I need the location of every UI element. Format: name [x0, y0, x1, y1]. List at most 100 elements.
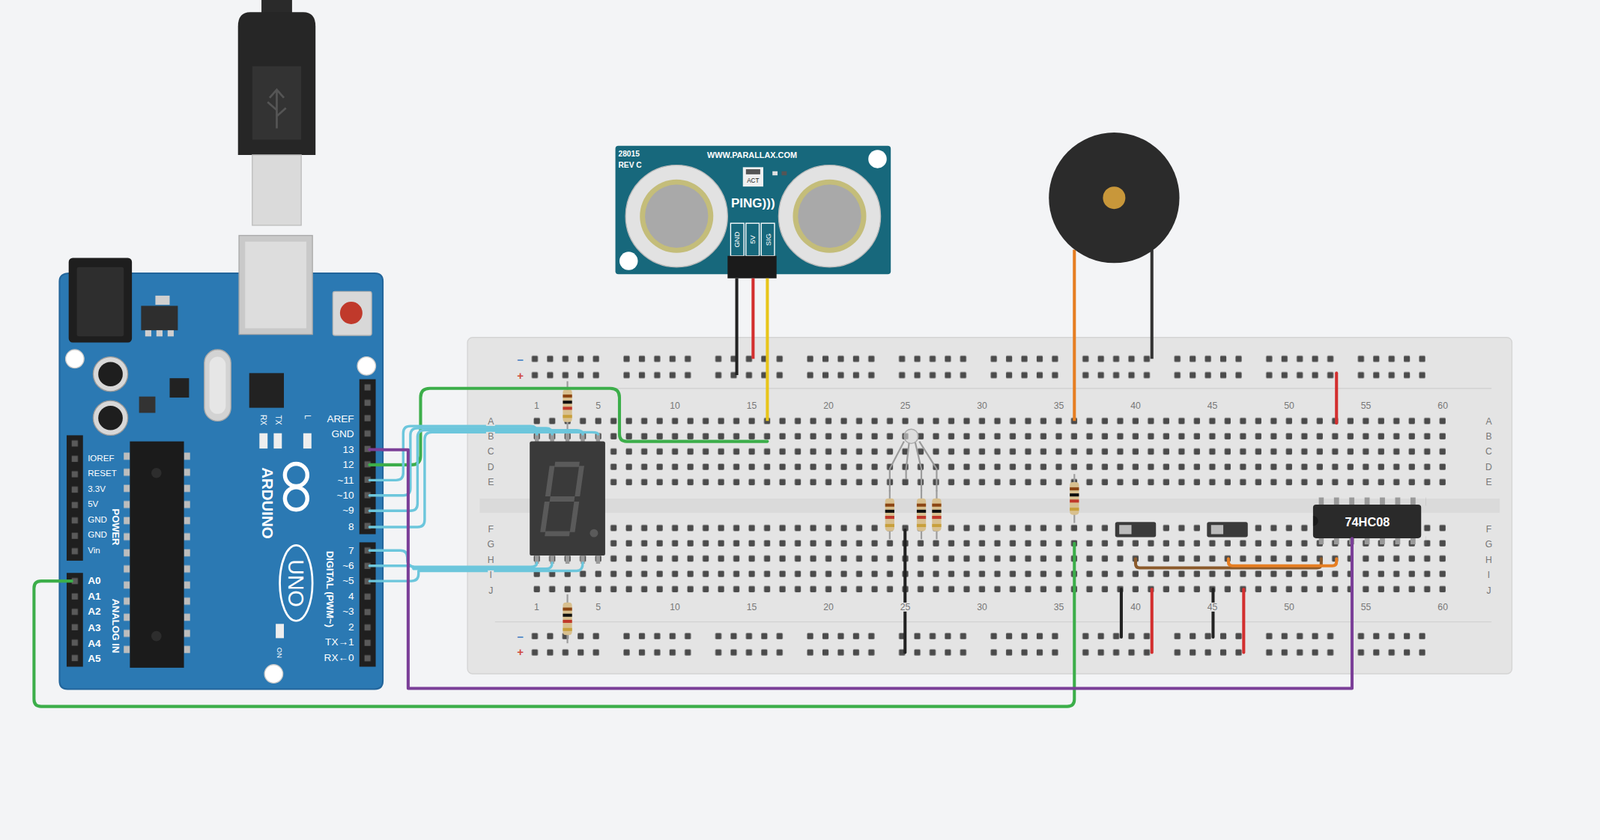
ultrasonic-sensor — [772, 171, 778, 176]
capacitor — [98, 361, 123, 387]
pin-label: ON — [275, 647, 284, 659]
pin-label: GND — [331, 429, 354, 441]
pin-label: RX←0 — [324, 653, 355, 664]
pin-label: Vin — [87, 546, 101, 556]
column-number: 50 — [1282, 602, 1296, 612]
column-number: 50 — [1282, 401, 1296, 411]
pin-label: UNO — [285, 559, 308, 608]
resistor-symbol — [916, 490, 926, 540]
power-jack — [68, 257, 132, 343]
microcontroller-chip — [123, 441, 191, 669]
arduino-board — [65, 349, 85, 369]
rgb-led — [904, 429, 919, 444]
wire — [369, 428, 553, 496]
slide-switch — [1115, 522, 1156, 538]
breadboard — [467, 337, 1512, 675]
pin-label: ~3 — [342, 607, 355, 618]
pin-label: 5V — [87, 501, 99, 511]
crystal — [204, 349, 231, 421]
column-number: 40 — [1128, 602, 1143, 612]
row-letter: H — [1483, 555, 1494, 565]
column-number: 55 — [1359, 401, 1374, 411]
row-letter: B — [1483, 432, 1493, 442]
status-led — [259, 433, 311, 639]
piezo-buzzer — [1072, 250, 1076, 422]
column-number: 1 — [532, 401, 541, 411]
resistor-symbol — [1069, 474, 1079, 523]
pin-label: AREF — [326, 414, 354, 425]
column-number: 35 — [1052, 401, 1066, 411]
column-number: 25 — [898, 602, 913, 612]
ultrasonic-sensor — [746, 223, 760, 257]
row-letter: D — [486, 462, 496, 472]
column-number: 5 — [594, 602, 603, 612]
ultrasonic-sensor — [743, 167, 764, 187]
wire — [1241, 589, 1245, 653]
pin-label: ~10 — [337, 490, 355, 502]
column-number: 35 — [1052, 602, 1066, 612]
sensor-label: WWW.PARALLAX.COM — [707, 151, 798, 160]
ultrasonic-sensor — [868, 149, 887, 169]
capacitor — [92, 357, 128, 436]
breadboard — [467, 337, 1512, 675]
pin-label: 4 — [348, 591, 355, 603]
sensor-label: GND — [733, 232, 741, 248]
wire — [765, 278, 769, 422]
regulator — [155, 295, 170, 305]
column-number: 20 — [821, 401, 836, 411]
slide-switch — [1115, 522, 1248, 538]
logic-chip-body — [1313, 516, 1319, 527]
pin-label: 2 — [348, 622, 355, 633]
sensor-label: REV C — [618, 161, 642, 170]
pin-label: 13 — [343, 444, 355, 456]
arduino-board: AREFGND1312~11~10~987~6~54~32TX→1RX←0DIG… — [59, 273, 383, 690]
row-letter: J — [486, 586, 495, 596]
pin-header — [67, 574, 82, 668]
row-letter: I — [488, 570, 494, 580]
usb-cable — [238, 11, 316, 156]
regulator — [140, 295, 178, 337]
pin-label: A5 — [87, 653, 101, 665]
wire — [369, 430, 583, 512]
pin-label: A4 — [87, 638, 101, 650]
wire — [382, 450, 1353, 690]
reset-button — [332, 291, 372, 336]
pin-label: TX — [273, 415, 281, 426]
pin-header — [66, 435, 84, 561]
pin-label: POWER — [110, 509, 120, 547]
row-letter: G — [485, 540, 496, 550]
ultrasonic-sensor — [778, 165, 881, 268]
breadboard — [527, 352, 1445, 386]
sensor-label: 28015 — [618, 150, 640, 159]
usb-cable — [238, 0, 316, 226]
wire — [369, 563, 553, 570]
pin-label: ANALOG IN — [110, 599, 120, 654]
column-number: 5 — [594, 401, 603, 411]
row-letter: A — [1483, 416, 1493, 426]
seven-segment-display — [565, 555, 570, 565]
pin-label: IOREF — [87, 454, 114, 464]
row-letter: D — [1483, 462, 1494, 472]
reset-button — [340, 301, 363, 325]
status-led — [303, 433, 312, 449]
logic-chip: 74HC08 — [1313, 504, 1421, 539]
row-letter: A — [486, 416, 496, 426]
column-number: 30 — [975, 401, 989, 411]
power-jack — [68, 257, 132, 343]
small-chip — [249, 373, 284, 408]
wire — [33, 543, 1075, 708]
ultrasonic-sensor — [615, 146, 892, 279]
pin-label: 12 — [343, 459, 355, 471]
seven-segment-display — [596, 555, 600, 565]
wire — [737, 278, 768, 422]
rail-sign: − — [515, 353, 526, 365]
seven-segment-display — [539, 462, 585, 537]
seven-segment-display — [549, 496, 576, 502]
breadboard — [529, 414, 1451, 491]
row-letter: F — [486, 525, 496, 535]
rail-sign: − — [515, 631, 526, 643]
power-jack — [77, 267, 125, 338]
wire — [369, 563, 583, 583]
